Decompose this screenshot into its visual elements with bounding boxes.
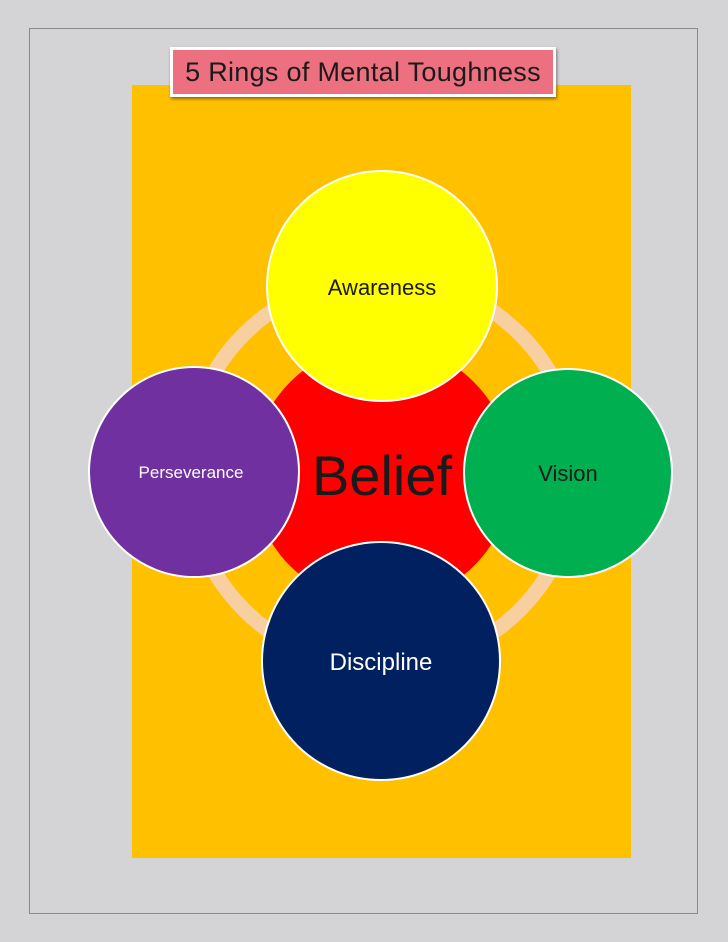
- center-label: Belief: [312, 444, 453, 507]
- ring-vision-label: Vision: [538, 461, 598, 486]
- ring-perseverance-circle: [88, 366, 300, 578]
- ring-vision: Vision: [463, 368, 673, 578]
- ring-awareness-circle: [266, 170, 498, 402]
- center-circle-belief: [252, 344, 512, 604]
- title-box: 5 Rings of Mental Toughness: [170, 47, 556, 97]
- ring-awareness-label: Awareness: [328, 275, 436, 300]
- ring-discipline-label: Discipline: [330, 649, 433, 676]
- page-border: [29, 28, 698, 914]
- ring-perseverance: Perseverance: [88, 366, 300, 578]
- ring-discipline-circle: [261, 541, 501, 781]
- diagram-title: 5 Rings of Mental Toughness: [185, 56, 541, 87]
- ring-vision-circle: [463, 368, 673, 578]
- ring-discipline: Discipline: [261, 541, 501, 781]
- ring-perseverance-label: Perseverance: [139, 463, 244, 482]
- ring-awareness: Awareness: [266, 170, 498, 402]
